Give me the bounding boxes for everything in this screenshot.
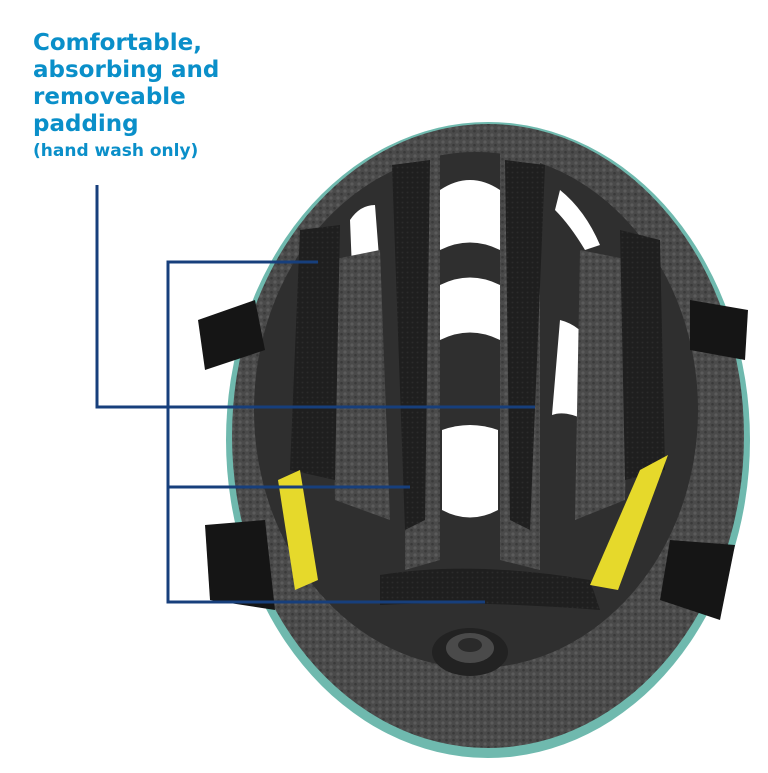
strap-left-upper xyxy=(198,300,265,370)
callout-title-line-3: removeable xyxy=(33,84,186,110)
adjustment-dial xyxy=(432,628,508,676)
callout-line xyxy=(95,185,535,409)
callout-line xyxy=(166,260,485,604)
padding-callout: Comfortable, absorbing and removeable pa… xyxy=(33,30,219,162)
callout-note: (hand wash only) xyxy=(33,141,199,161)
callout-lines xyxy=(95,185,535,604)
callout-title-line-2: absorbing and xyxy=(33,57,220,83)
pad-left-strip xyxy=(392,160,430,530)
pad-right-side xyxy=(620,230,665,480)
pad-left-side xyxy=(290,225,340,480)
strap-right-upper xyxy=(690,300,748,360)
strap-right-lower xyxy=(660,540,735,620)
pad-rear xyxy=(380,568,600,610)
warning-sticker-left xyxy=(278,470,318,590)
pad-right-strip xyxy=(505,160,545,530)
vent-hole xyxy=(555,190,600,250)
vent-hole xyxy=(440,277,500,340)
callout-title-line-4: padding xyxy=(33,111,139,137)
vent-hole xyxy=(440,180,500,250)
vent-hole xyxy=(442,425,498,518)
warning-sticker-right xyxy=(590,455,668,590)
strap-left-lower xyxy=(205,520,275,610)
comfort-pads xyxy=(290,160,665,610)
callout-title-line-1: Comfortable, xyxy=(33,30,202,56)
chin-straps xyxy=(198,300,748,620)
